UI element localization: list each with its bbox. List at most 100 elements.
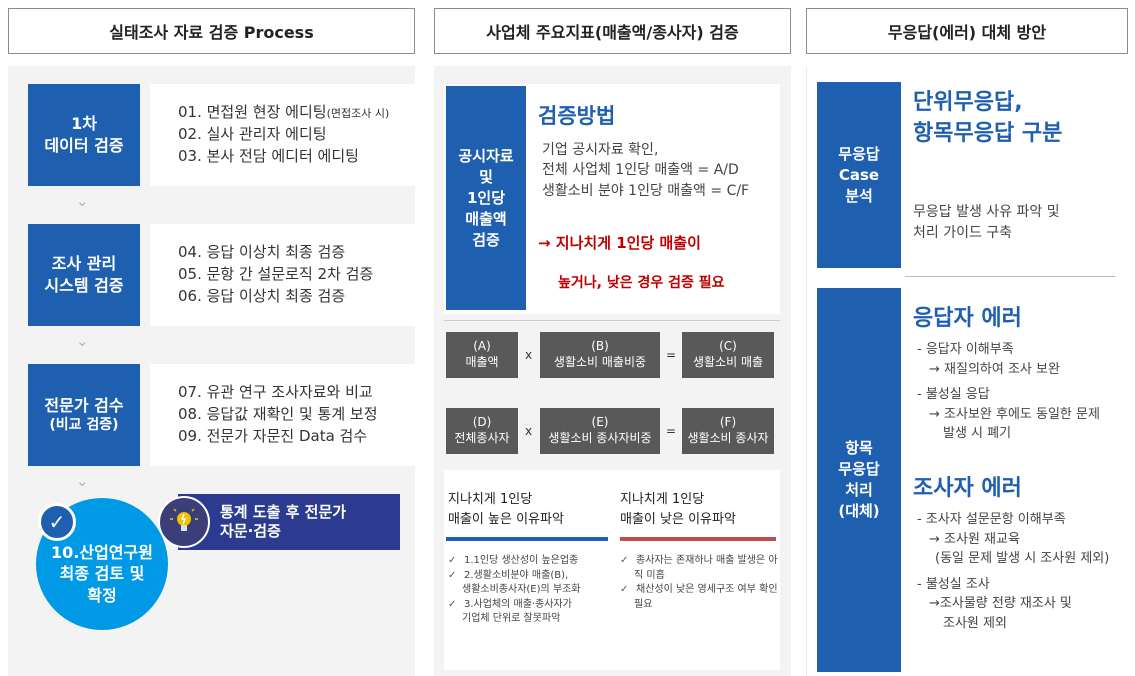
- respondent-line: 발생 시 폐기: [943, 426, 1012, 441]
- interviewer-line: - 조사자 설문문항 이해부족: [917, 512, 1066, 527]
- side-l1: 공시자료: [458, 146, 514, 165]
- step-1-item-3: 03. 본사 전담 에디터 에디팅: [178, 146, 359, 165]
- low-item-cont: 필요: [634, 598, 653, 610]
- low-bar: [620, 537, 776, 541]
- interviewer-line: →조사물량 전량 재조사 및: [929, 596, 1072, 611]
- case-title-2: 항목무응답 구분: [913, 120, 1063, 146]
- low-item: 종사자는 존재하나 매출 발생은 아: [620, 554, 780, 569]
- case-l1: 무응답: [838, 144, 880, 163]
- final-line1: 10.산업연구원: [51, 542, 153, 562]
- method-line-1: 기업 공시자료 확인,: [542, 142, 659, 158]
- side-l5: 검증: [472, 230, 500, 249]
- times-op: x: [525, 424, 533, 438]
- banner-line1: 통계 도출 후 전문가: [220, 502, 347, 521]
- warning-line-1: → 지나치게 1인당 매출이: [538, 234, 701, 252]
- step-1-label: 1차 데이터 검증: [28, 84, 140, 186]
- indicator-side-label: 공시자료 및 1인당 매출액 검증: [446, 86, 526, 310]
- item-l1: 항목: [845, 439, 873, 457]
- step-1-item-1: 01. 면접원 현장 에디팅(면접조사 시): [178, 103, 390, 122]
- side-l4: 매출액: [465, 209, 507, 228]
- formula-a: (A)매출액: [446, 332, 518, 378]
- equals-op: =: [666, 348, 677, 362]
- interviewer-line: - 불성실 조사: [917, 576, 990, 592]
- high-item-cont: 생활소비종사자(E)의 부조화: [462, 584, 581, 595]
- interviewer-line: 조사원 제외: [943, 615, 1007, 631]
- step-2-item-2: 05. 문항 간 설문로직 2차 검증: [178, 265, 374, 284]
- high-item: 3.사업체의 매출·종사자가: [448, 598, 610, 613]
- case-l2: Case: [838, 165, 880, 184]
- low-title-2: 매출이 낮은 이유파악: [620, 511, 736, 527]
- formula-e: (E)생활소비 종사자비중: [540, 408, 660, 454]
- high-title: 지나치게 1인당 매출이 높은 이유파악: [448, 490, 564, 529]
- respondent-title: 응답자 에러: [913, 306, 1022, 331]
- indicator-panel: 공시자료 및 1인당 매출액 검증 검증방법 기업 공시자료 확인, 전체 사업…: [434, 66, 791, 676]
- step-3-list: 07. 유관 연구 조사자료와 비교 08. 응답값 재확인 및 통계 보정 0…: [150, 364, 416, 466]
- chevron-down-icon: ⌄: [76, 192, 89, 210]
- divider: [905, 276, 1115, 277]
- header-process: 실태조사 자료 검증 Process: [8, 8, 415, 54]
- method-lines: 기업 공시자료 확인, 전체 사업체 1인당 매출액 = A/D 생활소비 분야…: [542, 140, 749, 201]
- times-op: x: [525, 348, 533, 362]
- item-l2: 무응답: [838, 460, 880, 478]
- respondent-line: - 응답자 이해부족: [917, 342, 1014, 357]
- interviewer-title: 조사자 에러: [913, 476, 1022, 501]
- step-3-label: 전문가 검수 (비교 검증): [28, 364, 140, 466]
- equals-op: =: [666, 424, 677, 438]
- method-line-3: 생활소비 분야 1인당 매출액 = C/F: [542, 182, 750, 199]
- final-line2: 최종 검토 및: [59, 564, 145, 584]
- final-review-circle: 10.산업연구원 최종 검토 및 확정: [36, 498, 168, 630]
- low-title-1: 지나치게 1인당: [620, 492, 705, 507]
- formula-c: (C)생활소비 매출: [682, 332, 774, 378]
- side-l2: 및: [479, 167, 493, 186]
- method-line-2: 전체 사업체 1인당 매출액 = A/D: [542, 162, 739, 179]
- formula-b: (B)생활소비 매출비중: [540, 332, 660, 378]
- step-3-item-2: 08. 응답값 재확인 및 통계 보정: [178, 405, 378, 424]
- step-2-title1: 조사 관리: [51, 254, 117, 274]
- step-3-item-1: 07. 유관 연구 조사자료와 비교: [178, 383, 373, 402]
- step-2-label: 조사 관리 시스템 검증: [28, 224, 140, 326]
- divider: [444, 320, 780, 321]
- step-3-item-3: 09. 전문가 자문진 Data 검수: [178, 426, 368, 445]
- interviewer-line: (동일 문제 발생 시 조사원 제외): [935, 551, 1110, 566]
- step-2-title2: 시스템 검증: [44, 276, 124, 295]
- case-title: 단위무응답, 항목무응답 구분: [913, 88, 1062, 150]
- case-l3: 분석: [845, 186, 873, 205]
- respondent-lines: - 응답자 이해부족 → 재질의하여 조사 보완 - 불성실 응답 → 조사보완…: [917, 340, 1100, 444]
- step-2-item-1: 04. 응답 이상치 최종 검증: [178, 243, 346, 262]
- nonresponse-panel: 무응답 Case 분석 단위무응답, 항목무응답 구분 무응답 발생 사유 파악…: [806, 66, 1128, 676]
- method-title: 검증방법: [538, 104, 616, 128]
- check-icon: ✓: [38, 503, 76, 541]
- respondent-line: - 불성실 응답: [917, 387, 990, 402]
- item-side-label: 항목 무응답 처리 (대체): [817, 288, 901, 672]
- respondent-line: → 조사보완 후에도 동일한 문제: [929, 406, 1100, 422]
- respondent-line: → 재질의하여 조사 보완: [929, 361, 1060, 377]
- step-3-title1: 전문가 검수: [44, 395, 124, 415]
- case-desc: 무응답 발생 사유 파악 및 처리 가이드 구축: [913, 202, 1060, 244]
- chevron-down-icon: ⌄: [76, 472, 89, 490]
- high-bar: [446, 537, 608, 541]
- warning-line-2: 높거나, 낮은 경우 검증 필요: [558, 275, 725, 291]
- item-l4: (대체): [838, 502, 880, 520]
- high-item: 1.1인당 생산성이 높은업종: [448, 554, 610, 569]
- chevron-down-icon: ⌄: [76, 332, 89, 350]
- step-1-item-2: 02. 실사 관리자 에디팅: [178, 125, 327, 144]
- step-1-title2: 데이터 검증: [44, 136, 124, 155]
- item-l3: 처리: [845, 481, 873, 499]
- header-nonresponse: 무응답(에러) 대체 방안: [806, 8, 1128, 54]
- case-desc-1: 무응답 발생 사유 파악 및: [913, 204, 1060, 220]
- low-item: 채산성이 낮은 영세구조 여부 확인: [620, 583, 780, 598]
- high-item-cont: 기업체 단위로 잘못파악: [462, 613, 561, 624]
- low-list: 종사자는 존재하나 매출 발생은 아 직 미흡 채산성이 낮은 영세구조 여부 …: [620, 554, 780, 612]
- step-3-title2: (비교 검증): [49, 417, 119, 434]
- header-indicator: 사업체 주요지표(매출액/종사자) 검증: [434, 8, 791, 54]
- case-title-1: 단위무응답,: [913, 90, 1023, 115]
- formula-f: (F)생활소비 종사자: [682, 408, 774, 454]
- formula-d: (D)전체종사자: [446, 408, 518, 454]
- case-desc-2: 처리 가이드 구축: [913, 225, 1013, 241]
- high-list: 1.1인당 생산성이 높은업종 2.생활소비분야 매출(B), 생활소비종사자(…: [448, 554, 610, 627]
- high-item: 2.생활소비분야 매출(B),: [448, 569, 610, 584]
- step-1-title1: 1차: [71, 114, 97, 134]
- final-line3: 확정: [87, 585, 117, 605]
- low-item-cont: 직 미흡: [634, 569, 665, 581]
- step-1-list: 01. 면접원 현장 에디팅(면접조사 시) 02. 실사 관리자 에디팅 03…: [150, 84, 416, 186]
